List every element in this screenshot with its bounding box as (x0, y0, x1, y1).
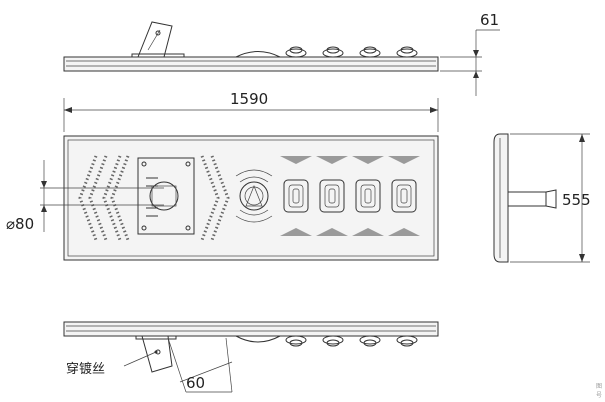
corner-mark-2: 号 (596, 392, 602, 399)
bottom-elevation-view: 穿镀丝 60 (63, 321, 439, 393)
top-lens-modules (235, 46, 418, 58)
bottom-mount-bracket (135, 335, 177, 373)
led-module (319, 179, 345, 213)
bottom-body-bar (63, 321, 439, 337)
led-module (391, 179, 417, 213)
dimension-label-length: 1590 (230, 90, 268, 108)
dimension-length: 1590 (63, 90, 439, 132)
bottom-lens-modules (235, 335, 418, 347)
dimension-bracket: 60 (167, 337, 233, 393)
corner-mark-1: 图 (596, 383, 602, 390)
left-dot-pattern (78, 155, 130, 241)
top-mount-bracket (131, 21, 185, 58)
dimension-width: 555 (510, 133, 591, 263)
wire-note-callout: 穿镀丝 (66, 350, 158, 377)
wire-note-label: 穿镀丝 (66, 361, 105, 377)
dimension-pole-diameter: ⌀80 (6, 160, 164, 233)
led-module (283, 179, 309, 213)
dimension-label-width: 555 (562, 191, 591, 209)
front-body (63, 135, 439, 261)
dot-bands (280, 156, 420, 236)
front-plan-view: 1590 (6, 90, 439, 261)
side-end-view: 555 (493, 133, 591, 263)
dimension-label-bracket: 60 (186, 374, 205, 392)
sensor-module (235, 169, 273, 223)
top-body-bar (63, 56, 439, 72)
dimension-label-pole-diameter: ⌀80 (6, 215, 34, 233)
dimension-label-height: 61 (480, 11, 499, 29)
dimension-height: 61 (440, 11, 500, 96)
led-modules (283, 179, 417, 213)
led-module (355, 179, 381, 213)
mount-plate (137, 157, 195, 235)
center-dot-pattern (200, 155, 230, 241)
top-elevation-view: 61 (63, 11, 500, 96)
